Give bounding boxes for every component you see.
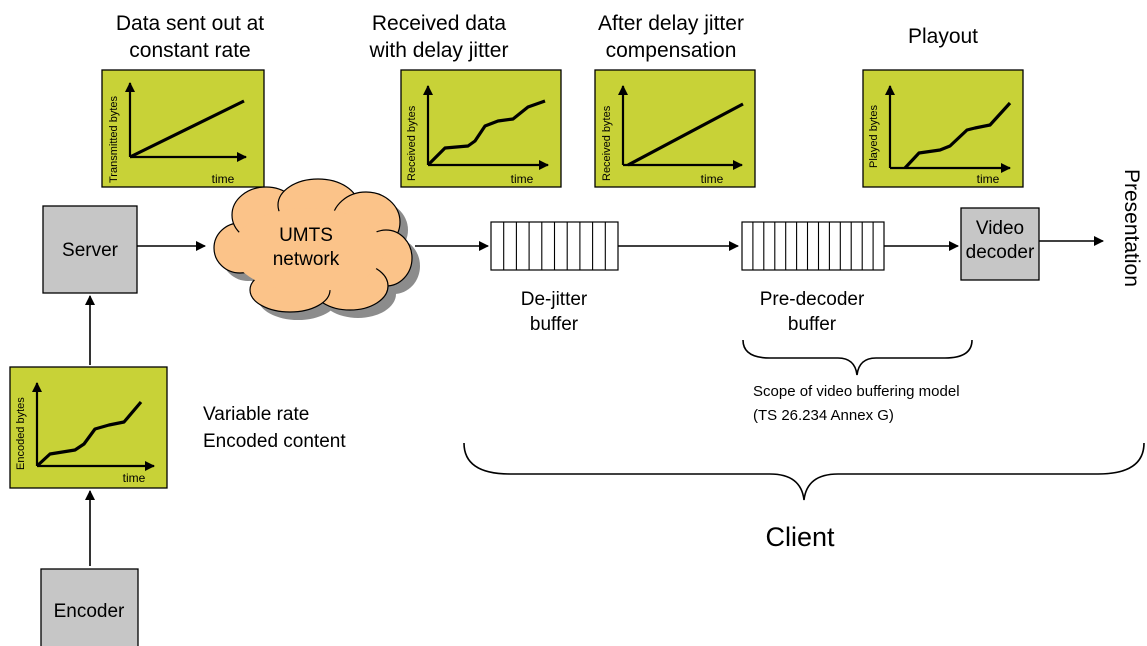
dejitter-buffer-slots (503, 222, 606, 270)
graph-transmitted-xlabel: time (212, 172, 235, 186)
video-decoder-label-line2: decoder (966, 242, 1035, 263)
graph-received-ylabel: Received bytes (406, 105, 418, 181)
caption-compensation-line2: compensation (606, 39, 737, 62)
graph-compensated-box (594, 69, 756, 188)
graph-compensated-ylabel: Received bytes (601, 105, 613, 181)
network-label-line2: network (273, 249, 340, 270)
predecoder-buffer (741, 221, 885, 271)
dejitter-label-line1: De-jitter (521, 289, 588, 310)
presentation-label: Presentation (1120, 169, 1143, 287)
scope-brace (742, 339, 973, 376)
caption-delay-jitter-line1: Received data (372, 12, 507, 35)
graph-received-box (400, 69, 562, 188)
graph-played-box (862, 69, 1024, 188)
client-brace (463, 442, 1145, 501)
variable-rate-label-line1: Variable rate (203, 404, 309, 425)
cloud-fill (232, 208, 384, 292)
scope-label-line2: (TS 26.234 Annex G) (753, 407, 894, 424)
graph-encoded-xlabel: time (123, 471, 146, 485)
graph-received-xlabel: time (511, 172, 534, 186)
graph-encoded-curve (35, 400, 143, 468)
server-label: Server (62, 240, 119, 261)
graph-transmitted-curve (129, 99, 245, 159)
graph-encoded: Encoded bytes time (9, 366, 168, 489)
caption-compensation-line1: After delay jitter (598, 12, 744, 35)
graph-received-curve (426, 99, 546, 167)
variable-rate-label-line2: Encoded content (203, 431, 346, 452)
dejitter-buffer (490, 221, 619, 271)
dejitter-label-line2: buffer (530, 314, 579, 335)
caption-delay-jitter-line2: with delay jitter (369, 39, 509, 62)
predecoder-label-line1: Pre-decoder (760, 289, 865, 310)
graph-played-xlabel: time (977, 172, 1000, 186)
graph-played: Played bytes time (862, 69, 1024, 188)
scope-label-line1: Scope of video buffering model (753, 383, 960, 400)
graph-transmitted-box (101, 69, 265, 188)
caption-constant-rate-line2: constant rate (129, 39, 250, 62)
network-label-line1: UMTS (279, 225, 333, 246)
graph-played-ylabel: Played bytes (868, 105, 880, 168)
predecoder-buffer-frame (741, 221, 885, 271)
graph-transmitted: Transmitted bytes time (101, 69, 265, 188)
encoder-box (40, 568, 139, 646)
video-decoder-box (960, 207, 1040, 281)
graph-received: Received bytes time (400, 69, 562, 188)
graph-compensated-curve (627, 102, 744, 167)
predecoder-label-line2: buffer (788, 314, 837, 335)
caption-playout: Playout (908, 25, 978, 48)
graph-encoded-ylabel: Encoded bytes (15, 397, 27, 470)
graph-compensated-xlabel: time (701, 172, 724, 186)
server-box (42, 205, 138, 294)
umts-cloud: UMTS network (213, 178, 420, 320)
caption-constant-rate-line1: Data sent out at (116, 12, 264, 35)
predecoder-buffer-slots (752, 222, 874, 270)
graph-encoded-box (9, 366, 168, 489)
graph-played-curve (903, 101, 1012, 170)
video-decoder-label-line1: Video (976, 218, 1024, 239)
encoder-label: Encoder (54, 601, 125, 622)
client-label: Client (765, 522, 835, 552)
graph-compensated: Received bytes time (594, 69, 756, 188)
graph-transmitted-ylabel: Transmitted bytes (108, 95, 120, 183)
